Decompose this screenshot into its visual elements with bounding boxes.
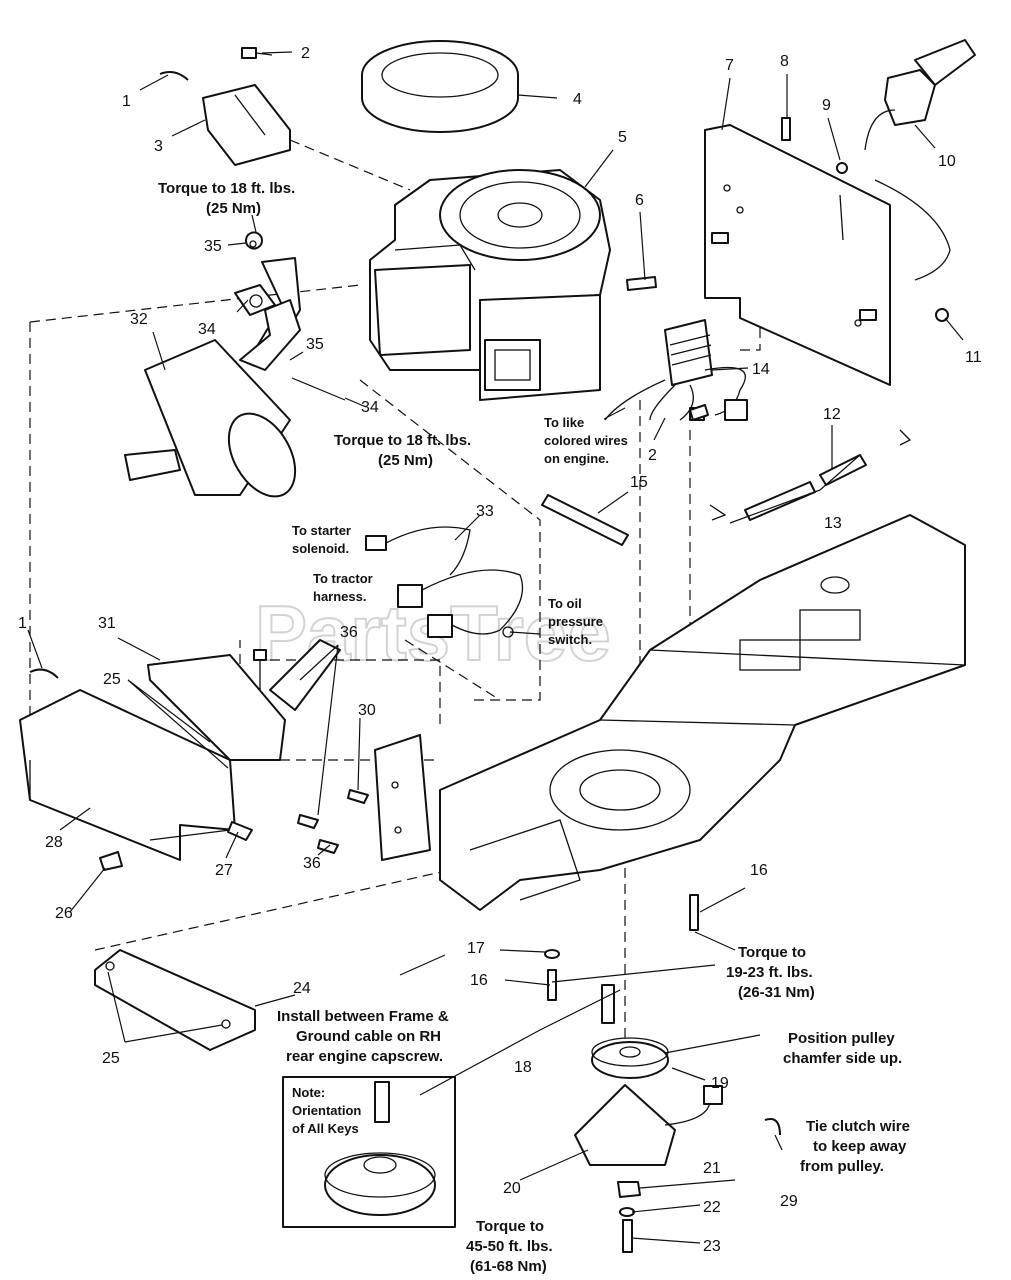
- callout-32: 32: [130, 311, 148, 328]
- callout-35a: 35: [204, 238, 222, 255]
- note-install-1: Install between Frame &: [277, 1008, 449, 1025]
- note-torque-mid-2: (25 Nm): [378, 452, 433, 469]
- callout-6: 6: [635, 192, 644, 209]
- callout-8: 8: [780, 53, 789, 70]
- note-torque-16-3: (26-31 Nm): [738, 984, 815, 1001]
- heat-shield-top: [159, 47, 291, 166]
- wire-harness: [365, 526, 524, 638]
- callout-21: 21: [703, 1160, 721, 1177]
- callout-20: 20: [503, 1180, 521, 1197]
- callout-25b: 25: [102, 1050, 120, 1067]
- note-keys-3: of All Keys: [292, 1121, 359, 1136]
- callout-24: 24: [293, 980, 311, 997]
- callout-12: 12: [823, 406, 841, 423]
- callout-2b: 2: [648, 447, 657, 464]
- fuel-line: [709, 429, 912, 521]
- callout-18: 18: [514, 1059, 532, 1076]
- callout-19: 19: [711, 1075, 729, 1092]
- callout-3: 3: [154, 138, 163, 155]
- callout-1b: 1: [18, 615, 27, 632]
- note-torque-top-2: (25 Nm): [206, 200, 261, 217]
- air-filter: [361, 40, 519, 133]
- voltage-regulator: [604, 319, 748, 421]
- callout-29: 29: [780, 1193, 798, 1210]
- lower-shield: [19, 689, 236, 861]
- throttle-lever: [864, 39, 976, 281]
- note-oil-2: pressure: [548, 614, 603, 629]
- callout-26: 26: [55, 905, 73, 922]
- note-starter-2: solenoid.: [292, 541, 349, 556]
- note-torque-top-1: Torque to 18 ft. lbs.: [158, 180, 295, 197]
- note-like-wires-3: on engine.: [544, 451, 609, 466]
- note-pulley-1: Position pulley: [788, 1030, 895, 1047]
- engine: [369, 169, 611, 401]
- callout-35b: 35: [306, 336, 324, 353]
- callout-7: 7: [725, 57, 734, 74]
- note-install-3: rear engine capscrew.: [286, 1048, 443, 1065]
- bottom-plate: [94, 949, 256, 1051]
- pulley-clutch: [544, 894, 781, 1253]
- note-torque-23-2: 45-50 ft. lbs.: [466, 1238, 553, 1255]
- callout-30: 30: [358, 702, 376, 719]
- callout-36b: 36: [303, 855, 321, 872]
- annotations: Torque to 18 ft. lbs. (25 Nm) Torque to …: [158, 180, 910, 1275]
- leader-lines: [27, 51, 964, 1244]
- callout-2: 2: [301, 45, 310, 62]
- note-oil-1: To oil: [548, 596, 582, 611]
- note-tractor-1: To tractor: [313, 571, 373, 586]
- note-torque-23-3: (61-68 Nm): [470, 1258, 547, 1275]
- callout-27: 27: [215, 862, 233, 879]
- callout-17: 17: [467, 940, 485, 957]
- dipstick-tube: [541, 494, 629, 546]
- callout-4: 4: [573, 91, 582, 108]
- note-tie-1: Tie clutch wire: [806, 1118, 910, 1135]
- note-torque-16-1: Torque to: [738, 944, 806, 961]
- note-torque-23-1: Torque to: [476, 1218, 544, 1235]
- side-panel: [704, 124, 891, 386]
- callout-1: 1: [122, 93, 131, 110]
- callout-31: 31: [98, 615, 116, 632]
- callout-23: 23: [703, 1238, 721, 1255]
- callout-13: 13: [824, 515, 842, 532]
- note-like-wires-2: colored wires: [544, 433, 628, 448]
- callout-28: 28: [45, 834, 63, 851]
- note-keys-1: Note:: [292, 1085, 325, 1100]
- note-oil-3: switch.: [548, 632, 592, 647]
- callout-9: 9: [822, 97, 831, 114]
- note-keys-2: Orientation: [292, 1103, 361, 1118]
- callout-36a: 36: [340, 624, 358, 641]
- note-tie-3: from pulley.: [800, 1158, 884, 1175]
- note-starter-1: To starter: [292, 523, 351, 538]
- callout-33: 33: [476, 503, 494, 520]
- note-like-wires-1: To like: [544, 415, 584, 430]
- callout-labels: 1 2 3 4 5 6 7 8 9 10 11 12 13 14 15 2 16…: [18, 45, 982, 1255]
- callout-16b: 16: [470, 972, 488, 989]
- callout-15: 15: [630, 474, 648, 491]
- callout-11: 11: [965, 349, 982, 366]
- note-torque-mid-1: Torque to 18 ft. lbs.: [334, 432, 471, 449]
- note-torque-16-2: 19-23 ft. lbs.: [726, 964, 813, 981]
- note-tractor-2: harness.: [313, 589, 366, 604]
- engine-bracket: [374, 734, 431, 861]
- muffler: [124, 299, 301, 498]
- callout-34b: 34: [361, 399, 379, 416]
- tractor-frame: [439, 514, 966, 911]
- callout-34a: 34: [198, 321, 216, 338]
- note-tie-2: to keep away: [813, 1138, 907, 1155]
- callout-16a: 16: [750, 862, 768, 879]
- callout-5: 5: [618, 129, 627, 146]
- keys-note-box: [282, 1076, 456, 1228]
- callout-25a: 25: [103, 671, 121, 688]
- hardware: [29, 117, 949, 871]
- callout-10: 10: [938, 153, 956, 170]
- callout-14: 14: [752, 361, 770, 378]
- note-install-2: Ground cable on RH: [296, 1028, 441, 1045]
- callout-22: 22: [703, 1199, 721, 1216]
- note-pulley-2: chamfer side up.: [783, 1050, 902, 1067]
